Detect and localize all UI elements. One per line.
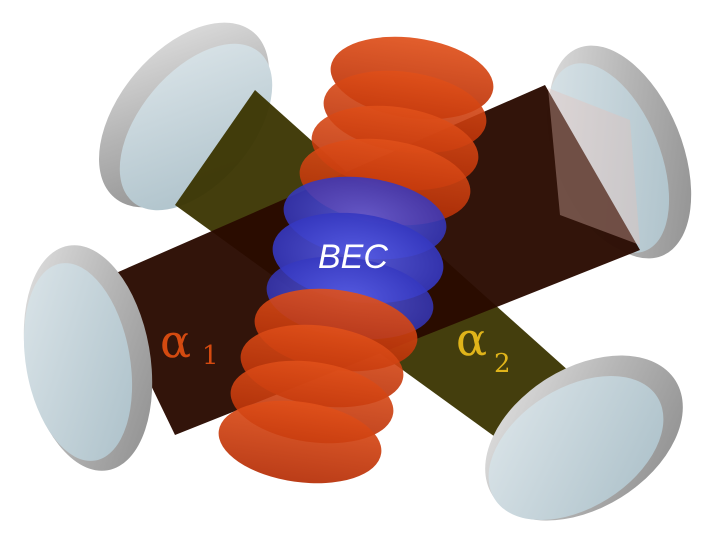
lattice-lower	[218, 288, 418, 484]
lattice-disk	[218, 400, 382, 484]
beam-2-label: α 2	[456, 312, 511, 379]
beam-2-symbol: α	[456, 312, 487, 366]
bec-label: BEC	[318, 238, 388, 276]
beam-alpha-1-glow	[548, 88, 640, 245]
mirror-bottom-right	[485, 355, 683, 521]
beam-1-label: α 1	[160, 314, 219, 371]
beam-2-subscript: 2	[494, 349, 511, 379]
mirror-bottom-left	[23, 245, 153, 471]
beam-1-subscript: 1	[202, 341, 219, 371]
beam-1-symbol: α	[160, 314, 191, 368]
